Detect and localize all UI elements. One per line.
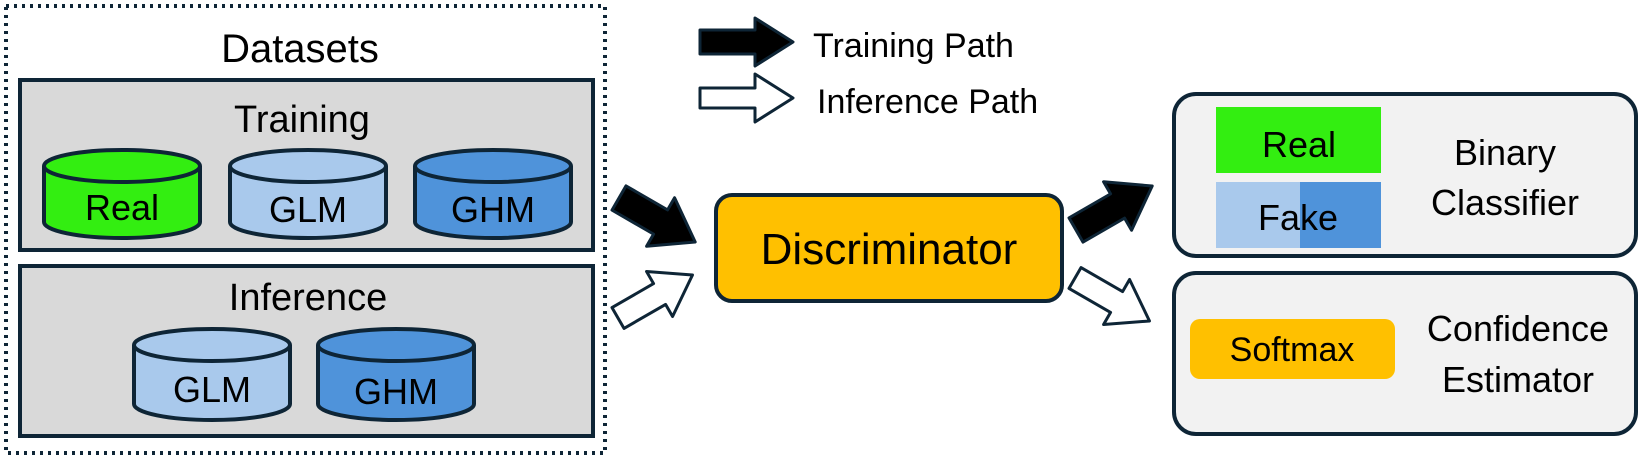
classifier-fake-block-light [1216,182,1300,248]
datasets-frame [4,4,607,455]
classifier-real-block [1216,107,1381,173]
cylinder-glm-inference-top [132,327,292,363]
cylinder-real-top [42,148,202,184]
inference-title: Inference [229,277,387,319]
cylinder-glm-training-body [228,166,388,240]
legend-inference-arrow-icon [698,72,795,124]
legend-training-arrow-icon [698,16,795,68]
classifier-real-label: Real [1262,124,1336,165]
cylinder-real-label: Real [85,187,159,228]
cylinder-glm-inference: GLM [132,327,292,422]
discriminator-label: Discriminator [761,225,1018,274]
training-arrow-out-icon [1067,180,1154,244]
cylinder-real: Real [42,148,202,240]
confidence-estimator-title-line2: Estimator [1442,359,1594,400]
cylinder-ghm-training: GHM [413,148,573,240]
legend-inference-label: Inference Path [817,83,1038,121]
cylinder-ghm-training-label: GHM [451,189,535,230]
cylinder-glm-inference-body [132,345,292,422]
legend: Training Path Inference Path [698,16,1038,124]
binary-classifier-title-line2: Classifier [1431,182,1579,223]
inference-panel [18,264,595,438]
cylinder-ghm-inference-label: GHM [354,371,438,412]
cylinder-glm-training: GLM [228,148,388,240]
cylinder-glm-training-top [228,148,388,184]
confidence-estimator-panel [1172,271,1638,436]
classifier-fake-block-dark [1300,182,1381,248]
softmax-label: Softmax [1230,331,1355,369]
training-arrow-in-icon [610,184,697,248]
cylinder-real-body [42,166,202,240]
inference-arrow-out-icon [1067,266,1151,327]
discriminator-box [714,193,1064,303]
training-title: Training [234,99,370,141]
cylinder-ghm-inference: GHM [316,327,476,422]
cylinder-ghm-training-body [413,166,573,240]
cylinder-glm-inference-label: GLM [173,369,251,410]
cylinder-ghm-inference-body [316,345,476,422]
datasets-title: Datasets [221,27,379,71]
cylinder-ghm-inference-top [316,327,476,363]
cylinder-ghm-training-top [413,148,573,184]
cylinder-glm-training-label: GLM [269,189,347,230]
classifier-fake-label: Fake [1258,197,1338,238]
inference-arrow-in-icon [610,269,694,330]
legend-training-label: Training Path [813,27,1014,65]
binary-classifier-title-line1: Binary [1454,132,1556,173]
confidence-estimator-title-line1: Confidence [1427,308,1609,349]
softmax-box [1190,319,1395,379]
